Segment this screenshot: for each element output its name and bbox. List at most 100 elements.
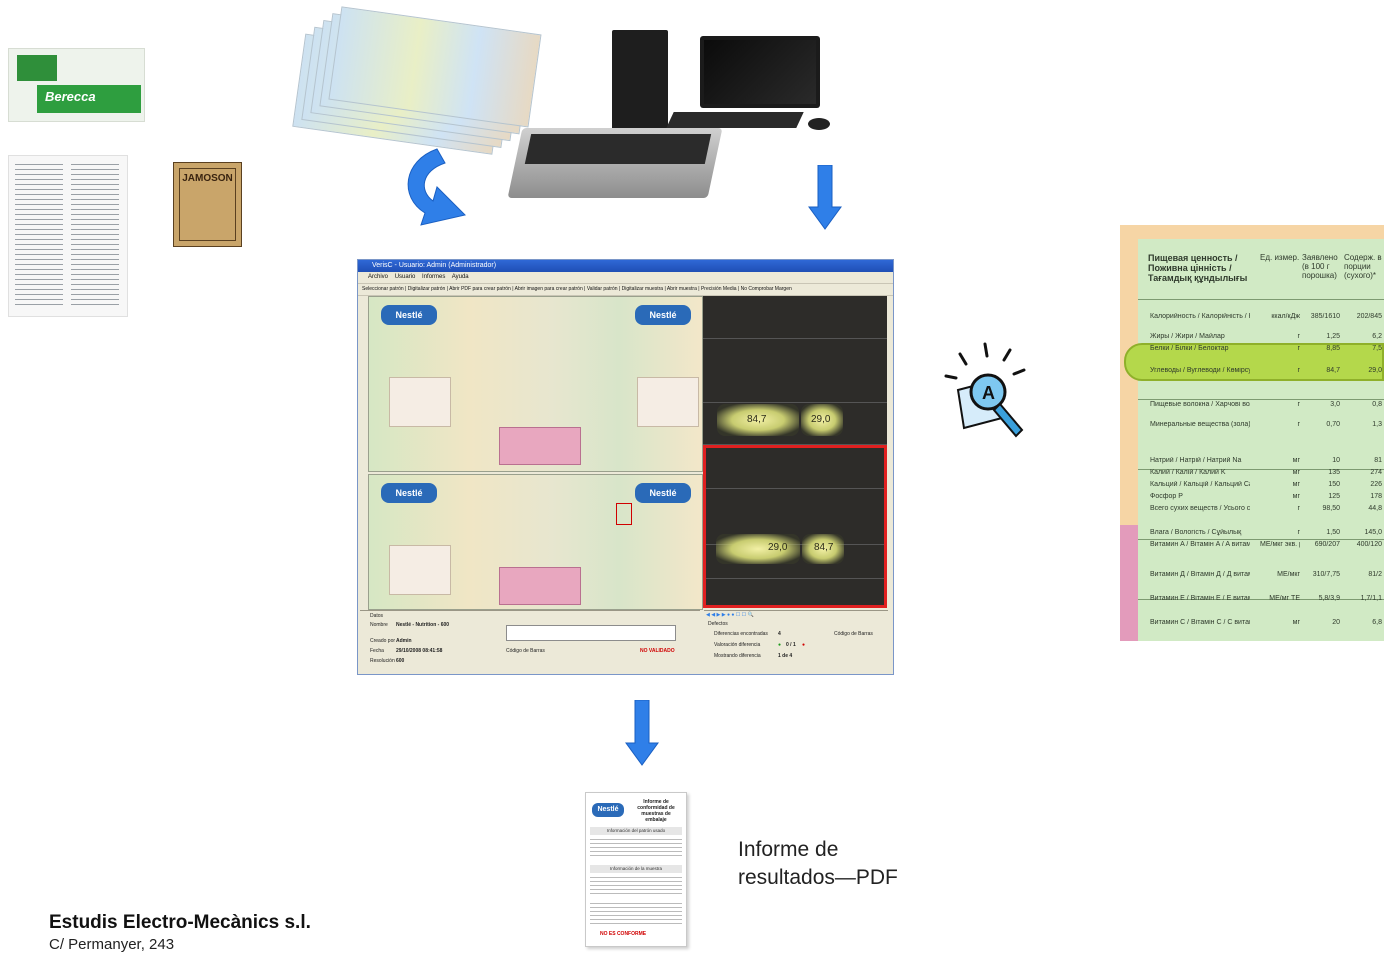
package-edge xyxy=(1120,525,1138,641)
down-arrow-icon xyxy=(625,700,659,766)
toolbar-validate[interactable]: Validar patrón xyxy=(586,286,618,292)
nutrition-cell: 7,5 xyxy=(1372,345,1382,352)
datos-panel: Datos Nombre Nestlé - Nutrition - 600 Cr… xyxy=(360,610,700,673)
nav-icons[interactable]: ◀ ◀ ▶ ▶ ● ● ☐ ☐ 🔍 xyxy=(706,612,754,618)
bottom-value-portion: 29,0 xyxy=(768,542,788,553)
nestle-badge: Nestlé xyxy=(381,305,437,325)
green-product-box: Berecca xyxy=(8,48,145,122)
defectos-heading: Defectos xyxy=(708,621,728,627)
highlight-cell xyxy=(716,534,800,564)
product-photo xyxy=(389,545,451,595)
curved-arrow-icon xyxy=(407,148,466,226)
keyboard xyxy=(666,112,804,128)
nutrition-table-zoom: Пищевая ценность / Поживна цінність / Та… xyxy=(1120,225,1384,641)
nutrition-cell: ккал/кДж xyxy=(1271,313,1300,320)
highlight-cell xyxy=(801,404,843,436)
difference-marker[interactable] xyxy=(616,503,632,525)
creado-value: Admin xyxy=(396,638,412,644)
highlight-cell xyxy=(717,404,799,436)
toolbar-open-image[interactable]: Abrir imagen para crear patrón xyxy=(514,286,583,292)
verification-app-window: VerisC - Usuario: Admin (Administrador) … xyxy=(357,259,894,675)
toolbar-precision[interactable]: Precisión Media xyxy=(700,286,737,292)
nutrition-cell: МЕ/мкг xyxy=(1277,571,1300,578)
valoracion-label: Valoración diferencia xyxy=(714,642,761,648)
menu-informes[interactable]: Informes xyxy=(422,274,446,280)
sample-zoom-panel: 29,0 84,7 xyxy=(703,445,887,608)
nutrition-cell: г xyxy=(1297,505,1300,512)
defectos-panel: ◀ ◀ ▶ ▶ ● ● ☐ ☐ 🔍 Defectos Diferencias e… xyxy=(704,610,888,673)
nutrition-row-name: Жиры / Жири / Майлар xyxy=(1150,333,1225,340)
toolbar-scan-sample[interactable]: Digitalizar muestra xyxy=(621,286,664,292)
flatbed-scanner xyxy=(507,128,723,198)
nutrition-cell: 10 xyxy=(1332,457,1340,464)
nutrition-cell: г xyxy=(1297,401,1300,408)
product-photo xyxy=(389,377,451,427)
label-border xyxy=(179,168,236,241)
nutrition-row-name: Калорийность / Калорійність / Қуаттылығы xyxy=(1150,313,1250,320)
diferencias-value: 4 xyxy=(778,631,781,637)
barcode-input[interactable] xyxy=(506,625,676,641)
nestle-badge: Nestlé xyxy=(635,483,691,503)
nutrition-header-name: Пищевая ценность / Поживна цінність / Та… xyxy=(1148,253,1248,283)
menu-archivo[interactable]: Archivo xyxy=(368,274,389,280)
highlighted-row xyxy=(1124,343,1384,381)
green-box-brand: Berecca xyxy=(45,89,96,104)
label-brand: JAMOSON xyxy=(182,173,233,184)
nutrition-row-name: Натрий / Натрій / Натрий Na xyxy=(1150,457,1242,464)
nutrition-cell: 150 xyxy=(1328,481,1340,488)
nutrition-cell: 125 xyxy=(1328,493,1340,500)
nutrition-cell: 385/1610 xyxy=(1310,313,1340,320)
toolbar-margin[interactable]: No Comprobar Margen xyxy=(740,286,792,292)
nutrition-table: Пищевая ценность / Поживна цінність / Та… xyxy=(1138,239,1384,641)
app-toolbar: Seleccionar patrón | Digitalizar patrón … xyxy=(358,284,893,296)
nutrition-cell: 29,0 xyxy=(1368,367,1382,374)
toolbar-open-pdf[interactable]: Abrir PDF para crear patrón xyxy=(449,286,511,292)
nutrition-cell: 44,8 xyxy=(1368,505,1382,512)
nutrition-cell: 81 xyxy=(1374,457,1382,464)
nestle-badge: Nestlé xyxy=(635,305,691,325)
mostrando-value: 1 de 4 xyxy=(778,653,793,659)
nutrition-cell: мг xyxy=(1292,457,1300,464)
nutrition-cell: г xyxy=(1297,333,1300,340)
top-value-carb: 84,7 xyxy=(747,414,767,425)
report-lines xyxy=(590,877,682,895)
report-logo: Nestlé xyxy=(592,803,624,817)
nestle-badge: Nestlé xyxy=(381,483,437,503)
product-photo xyxy=(637,377,699,427)
nutrition-cell: мг xyxy=(1292,469,1300,476)
report-section-pattern: Información del patrón usado xyxy=(590,827,682,835)
valoracion-value: 0 / 1 xyxy=(786,642,796,648)
nutrition-row-name: Пищевые волокна / Харчові волокна / Таға… xyxy=(1150,401,1250,408)
resolucion-label: Resolución xyxy=(370,658,395,664)
nutrition-row-name: Витамин E / Вітамін E / E витамині xyxy=(1150,595,1250,602)
report-lines xyxy=(590,903,682,927)
toolbar-select-pattern[interactable]: Seleccionar patrón xyxy=(362,286,404,292)
nutrition-cell: МЕ/мкг экв. ретинола xyxy=(1260,541,1300,548)
reject-icon[interactable]: ● xyxy=(802,642,806,648)
toolbar-scan-pattern[interactable]: Digitalizar patrón xyxy=(407,286,446,292)
pink-label xyxy=(499,567,581,605)
check-icon[interactable]: ● xyxy=(778,642,782,648)
toolbar-open-sample[interactable]: Abrir muestra xyxy=(666,286,697,292)
monitor xyxy=(700,36,820,108)
pink-label xyxy=(499,427,581,465)
fecha-value: 29/10/2008 08:41:58 xyxy=(396,648,443,654)
menu-usuario[interactable]: Usuario xyxy=(394,274,416,280)
nutrition-cell: 145,0 xyxy=(1364,529,1382,536)
nutrition-cell: 202/845 xyxy=(1356,313,1382,320)
app-title-bar: VerisC - Usuario: Admin (Administrador) xyxy=(358,260,893,272)
nutrition-cell: 178 xyxy=(1370,493,1382,500)
nutrition-cell: 1,25 xyxy=(1326,333,1340,340)
nutrition-cell: 0,8 xyxy=(1372,401,1382,408)
nutrition-cell: 3,0 xyxy=(1330,401,1340,408)
report-title: Informe de conformidad de muestras de em… xyxy=(637,799,675,823)
nutrition-cell: 135 xyxy=(1328,469,1340,476)
nutrition-cell: г xyxy=(1297,421,1300,428)
highlight-cell xyxy=(802,534,844,564)
pattern-image-panel: Nestlé Nestlé xyxy=(368,296,703,472)
nutrition-cell: МЕ/мг ТЕ xyxy=(1269,595,1300,602)
nombre-value: Nestlé - Nutrition - 600 xyxy=(396,622,450,628)
report-lines xyxy=(590,839,682,857)
nutrition-cell: мг xyxy=(1292,619,1300,626)
menu-ayuda[interactable]: Ayuda xyxy=(451,274,469,280)
